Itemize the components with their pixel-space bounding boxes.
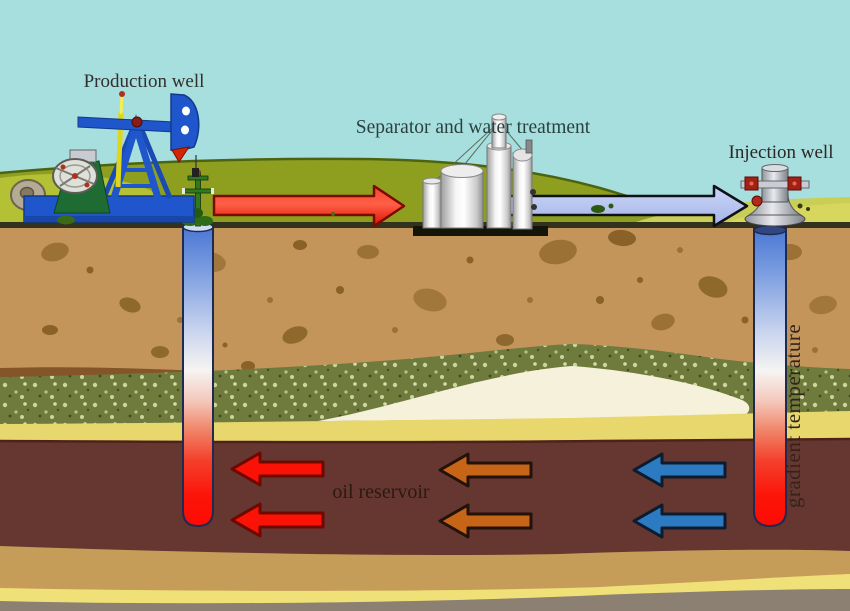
sand-dome <box>318 366 750 421</box>
injection-well-label: Injection well <box>729 142 834 163</box>
separator-plant <box>413 113 548 236</box>
bedrock-layer <box>0 589 850 611</box>
production-well-label: Production well <box>84 71 205 92</box>
pumpjack <box>10 91 200 225</box>
surface-cold-flow-arrow <box>504 184 749 228</box>
separator-label: Separator and water treatment <box>356 117 591 138</box>
hill-edge <box>0 157 691 212</box>
bushes <box>331 203 810 216</box>
injection-well-pipe <box>753 224 787 528</box>
injection-wellhead <box>740 164 810 227</box>
gradient-temperature-label: gradient temperature <box>781 324 805 508</box>
oil-reservoir-label: oil reservoir <box>332 481 430 503</box>
surface-hot-flow-arrow <box>212 184 406 228</box>
production-well-pipe <box>182 221 214 528</box>
